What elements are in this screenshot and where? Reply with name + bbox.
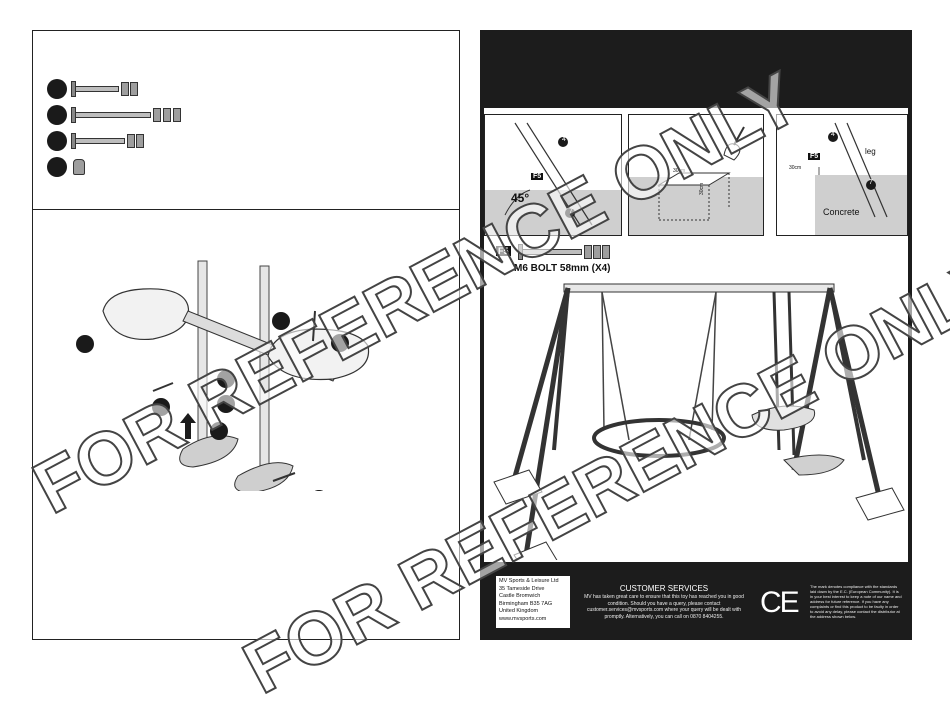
- detail-panel-2: 30cm 30cm: [628, 114, 764, 236]
- address-box: MV Sports & Leisure Ltd 35 Tameside Driv…: [496, 576, 570, 628]
- bolt-icon: [75, 86, 119, 92]
- nut-icon: [173, 108, 181, 122]
- detail3-label-seven: 7: [869, 179, 873, 186]
- address-line: United Kingdom: [499, 608, 539, 614]
- detail1-label-f: F5: [531, 173, 544, 180]
- address-line: www.mvsports.com: [499, 615, 547, 622]
- detail-panel-1: 4 F5 45° 7: [484, 114, 622, 236]
- detail2-dim-width: 30cm: [673, 168, 686, 174]
- cap-nut-icon: [73, 159, 85, 175]
- detail1-label-seven: 7: [569, 208, 573, 215]
- bolt-icon: [522, 249, 582, 255]
- part-bullet-d: [47, 157, 67, 177]
- left-divider: [33, 209, 459, 210]
- address-line: 35 Tameside Drive: [499, 585, 545, 592]
- nut-icon: [584, 245, 592, 259]
- detail3-dim: 30cm: [789, 165, 802, 171]
- nut-icon: [127, 134, 135, 148]
- left-page: [32, 30, 460, 640]
- part-bullet-b: [47, 105, 67, 125]
- nut-icon: [136, 134, 144, 148]
- detail1-label-four: 4: [562, 136, 566, 143]
- f5-tag: F5: [496, 246, 511, 256]
- customer-services-title: CUSTOMER SERVICES: [619, 584, 709, 593]
- detail3-label-f: F5: [808, 153, 821, 160]
- part-bullet-a: [47, 79, 67, 99]
- nut-icon: [130, 82, 138, 96]
- detail1-angle: 45°: [511, 191, 530, 205]
- address-line: Castle Bromwich: [499, 593, 541, 599]
- bolt-caption-text: M6 BOLT 58mm (X4): [514, 263, 611, 274]
- part-bullet-c: [47, 131, 67, 151]
- header-band: [480, 30, 912, 108]
- swing-frame-diagram: [493, 283, 905, 560]
- detail3-label-leg: leg: [865, 147, 876, 156]
- nut-icon: [121, 82, 129, 96]
- nut-icon: [602, 245, 610, 259]
- customer-services-body: MV has taken great care to ensure that t…: [584, 594, 744, 620]
- bolt-icon: [75, 112, 151, 118]
- address-line: MV Sports & Leisure Ltd: [499, 578, 559, 584]
- detail3-label-four: 4: [831, 131, 835, 138]
- seesaw-assembly-diagram: [76, 260, 370, 491]
- nut-icon: [153, 108, 161, 122]
- nut-icon: [163, 108, 171, 122]
- bolt-icon: [75, 138, 125, 144]
- detail-panel-3: 4 leg F5 30cm 7 Concrete: [776, 114, 908, 236]
- side-band-right: [908, 108, 912, 640]
- nut-icon: [593, 245, 601, 259]
- right-page: 4 F5 45° 7 30cm 30cm 4 leg F5: [480, 30, 912, 640]
- address-line: Birmingham B35 7AG: [499, 600, 553, 607]
- detail3-concrete: Concrete: [823, 207, 860, 217]
- ce-mark: CE: [760, 586, 800, 619]
- compliance-text: The mark denotes compliance with the sta…: [810, 584, 902, 619]
- detail2-dim-depth: 30cm: [699, 182, 705, 195]
- side-band-left: [480, 108, 484, 640]
